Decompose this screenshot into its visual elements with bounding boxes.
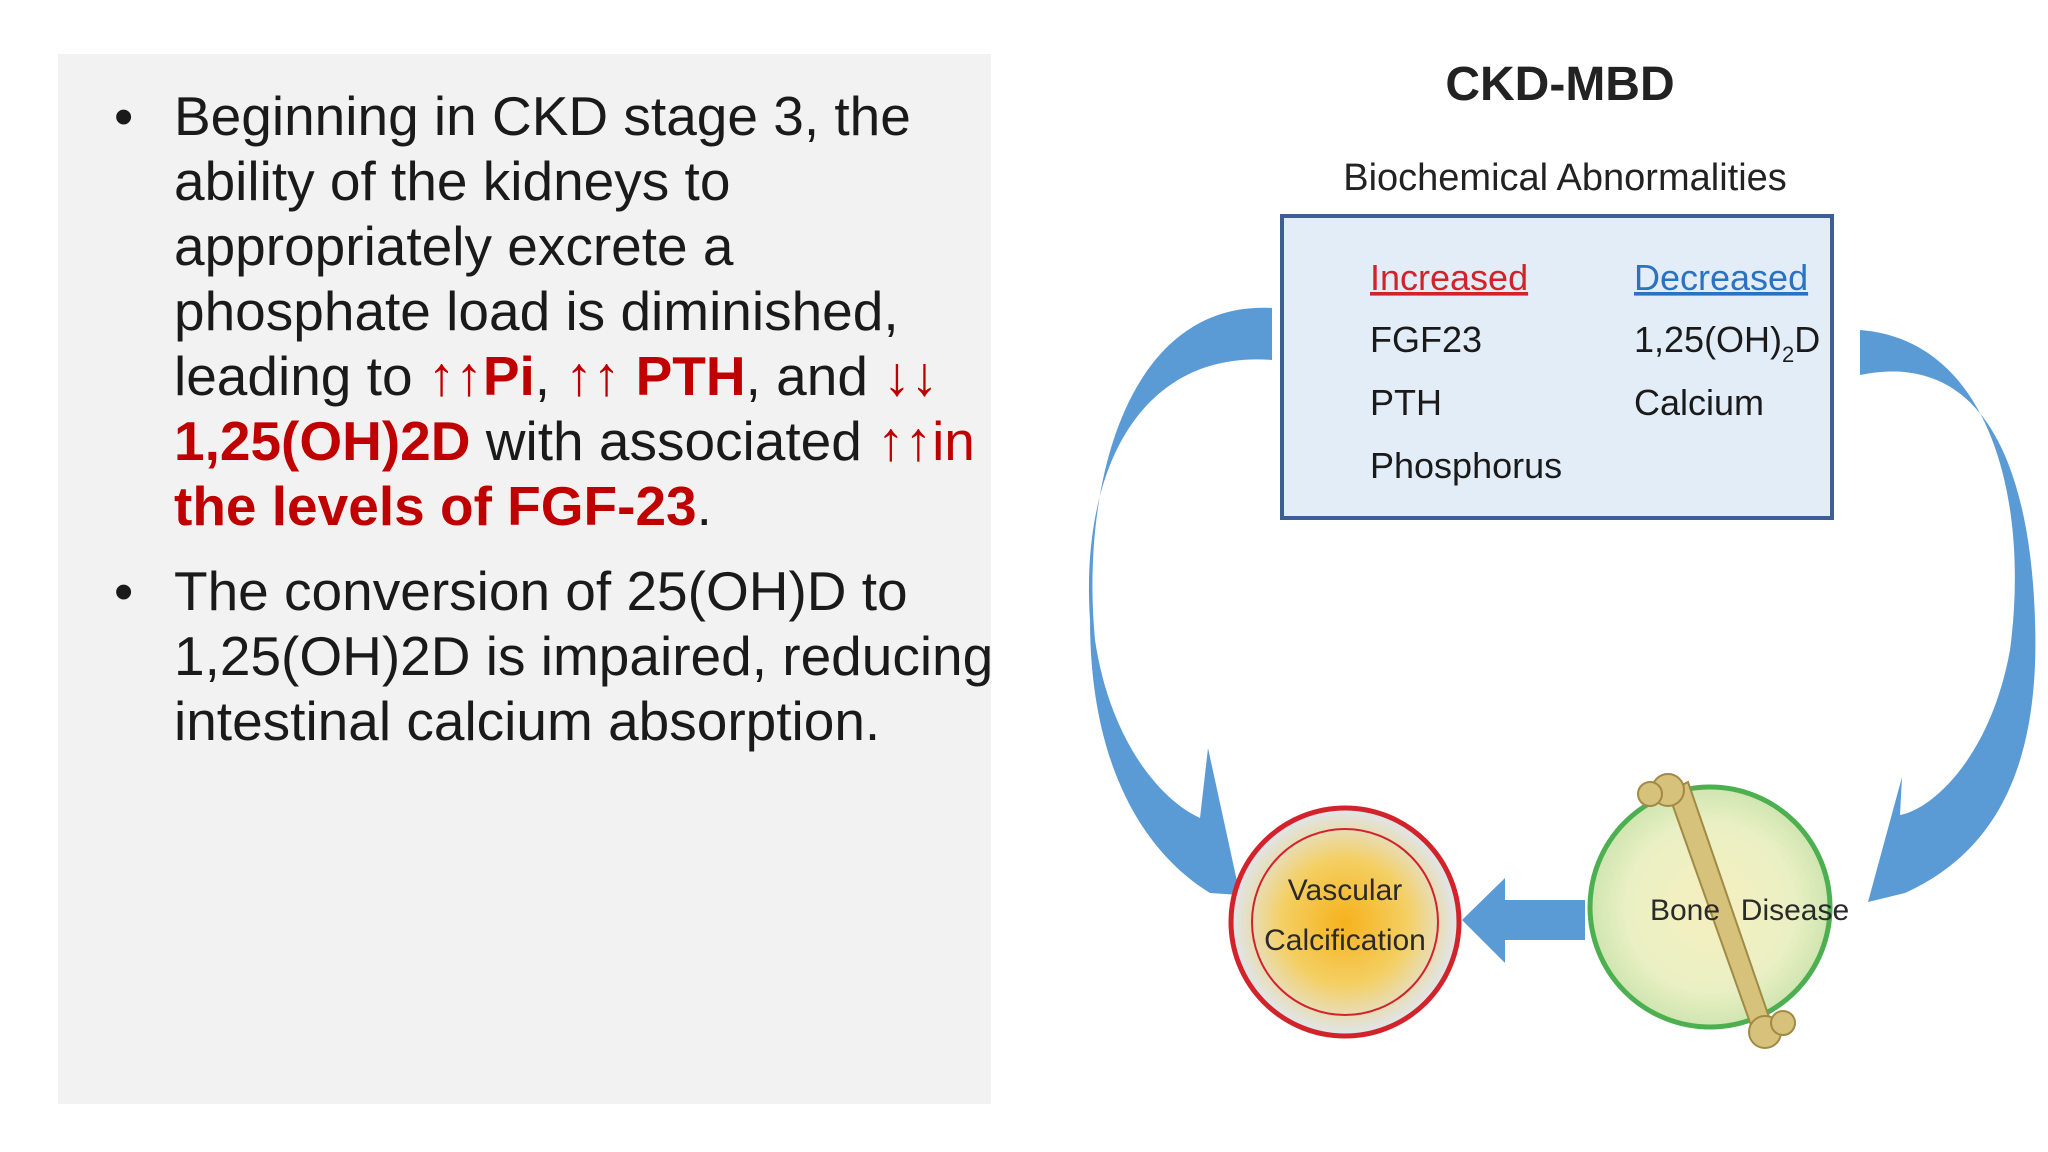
diagram-subtitle: Biochemical Abnormalities bbox=[1343, 157, 1787, 199]
bullet-item-1: • Beginning in CKD stage 3, the ability … bbox=[114, 84, 994, 539]
bullet-item-2: • The conversion of 25(OH)D to 1,25(OH)2… bbox=[114, 559, 994, 754]
abnormalities-box bbox=[1280, 214, 1834, 520]
left-curve-arrow bbox=[1088, 307, 1272, 895]
bullet-marker: • bbox=[114, 560, 134, 622]
vascular-calcification-circle bbox=[1228, 805, 1462, 1039]
bullet-text: Beginning in CKD stage 3, the ability of… bbox=[174, 85, 975, 537]
increased-item: FGF23 bbox=[1370, 319, 1482, 360]
vascular-inner-ring bbox=[1251, 828, 1439, 1016]
decreased-heading: Decreased bbox=[1634, 257, 1808, 298]
increased-item: PTH bbox=[1370, 382, 1442, 423]
decreased-item: Calcium bbox=[1634, 382, 1764, 423]
decreased-item: 1,25(OH)2D bbox=[1634, 319, 1820, 367]
text-panel: • Beginning in CKD stage 3, the ability … bbox=[58, 54, 994, 1104]
increased-heading: Increased bbox=[1370, 257, 1528, 298]
diagram-title: CKD-MBD bbox=[1445, 58, 1674, 111]
bullet-marker: • bbox=[114, 85, 134, 147]
right-curve-arrow bbox=[1860, 330, 2036, 902]
bullet-text: The conversion of 25(OH)D to 1,25(OH)2D … bbox=[174, 560, 994, 752]
middle-left-arrow bbox=[1462, 878, 1585, 963]
bone-label: Bone bbox=[1650, 894, 1720, 927]
disease-label: Disease bbox=[1741, 894, 1849, 927]
vascular-label: Vascular bbox=[1288, 874, 1403, 907]
calcification-label: Calcification bbox=[1264, 924, 1426, 957]
increased-item: Phosphorus bbox=[1370, 445, 1562, 486]
bone-icon bbox=[1637, 773, 1796, 1049]
